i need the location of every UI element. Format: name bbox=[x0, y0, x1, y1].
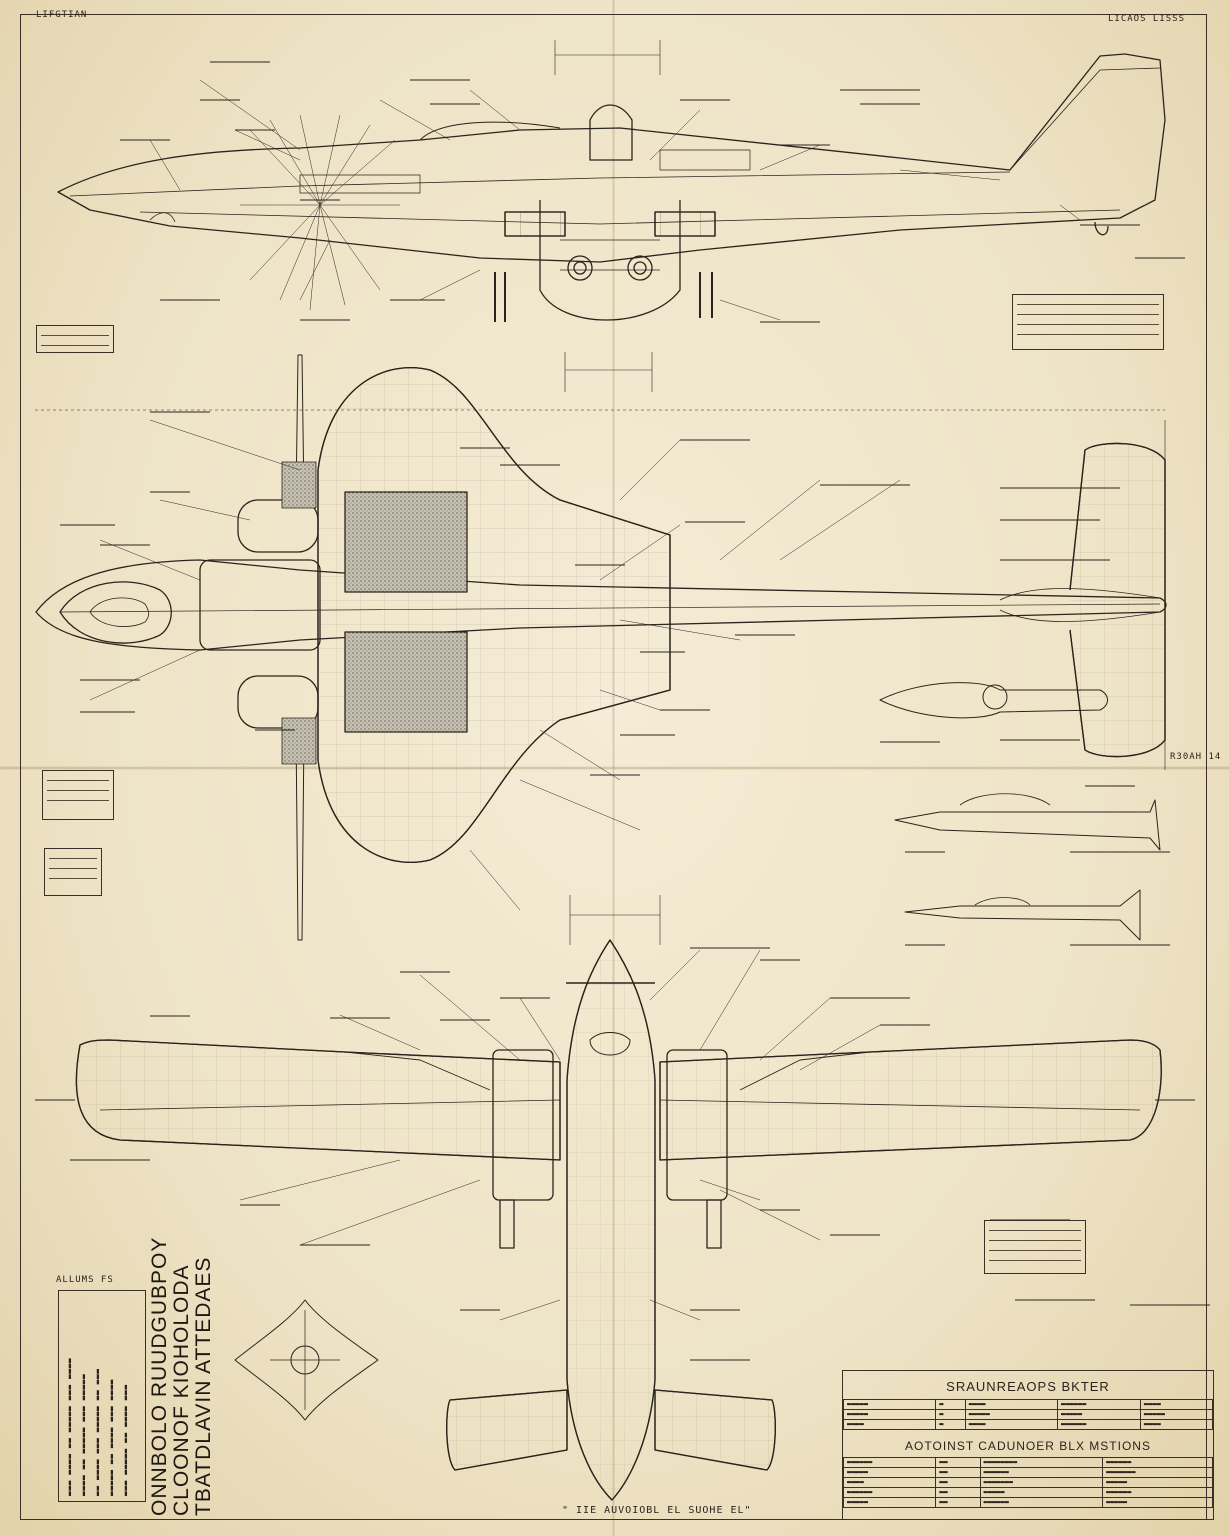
plan-view bbox=[35, 354, 1167, 941]
dimension-lines bbox=[35, 40, 1166, 945]
spec-box-top-left bbox=[36, 325, 114, 353]
fold-crease-vertical bbox=[612, 0, 615, 1536]
title-block-heading: SRAUNREAOPS BKTER bbox=[946, 1379, 1110, 1394]
spec-box-top-right bbox=[1012, 294, 1164, 350]
label-right-mid: R30AH 14 bbox=[1170, 752, 1222, 762]
spec-box-mid-left bbox=[42, 770, 114, 820]
leader-lines bbox=[89, 79, 1081, 1321]
title-block-table-lower: ▬▬▬▬▬▬▬▬▬▬▬▬▬▬▬▬▬▬▬▬▬▬ ▬▬▬▬▬▬▬▬▬▬▬▬▬▬▬▬▬… bbox=[842, 1457, 1213, 1508]
fold-crease-horizontal bbox=[0, 766, 1229, 770]
corner-label-top-right: LICAOS LISSS bbox=[1108, 14, 1186, 24]
drawing-title-vertical: ONNBOLO RUUDGUBPOY CLOONOF KIOHOLODA TBA… bbox=[146, 1237, 216, 1516]
bottom-center-caption: " IIE AUVOIOBL EL SUOHE EL" bbox=[562, 1505, 752, 1516]
title-line-3: TBATDLAVIN ATTEDAES bbox=[192, 1256, 215, 1516]
corner-label-top-left: LIFGTIAN bbox=[36, 10, 88, 20]
title-block-table-upper: ▬▬▬▬▬▬▬▬▬▬▬▬▬▬▬▬▬▬▬▬ ▬▬▬▬▬▬▬▬▬▬▬▬▬▬▬▬▬▬▬… bbox=[842, 1399, 1214, 1430]
side-view bbox=[57, 53, 1166, 322]
isometric-detail-view bbox=[234, 1299, 379, 1421]
spec-box-lower-right bbox=[984, 1220, 1086, 1274]
title-block: SRAUNREAOPS BKTER ▬▬▬▬▬▬▬▬▬▬▬▬▬▬▬▬▬▬▬▬ ▬… bbox=[842, 1370, 1214, 1520]
spec-list-vertical: ▬▬▬ ▬▬▬▬ ▬▬ ▬▬▬▬▬ ▬▬▬ ▬▬▬▬ ▬▬▬▬ ▬▬ ▬▬▬▬▬… bbox=[58, 1290, 146, 1502]
title-line-2: CLOONOF KIOHOLODA bbox=[170, 1264, 193, 1516]
sheet-border bbox=[20, 14, 1207, 1520]
label-small-left: ALLUMS FS bbox=[56, 1275, 114, 1285]
title-line-1: ONNBOLO RUUDGUBPOY bbox=[148, 1236, 171, 1516]
spec-box-lower-left bbox=[44, 848, 102, 896]
bottom-view bbox=[75, 939, 1162, 1501]
detail-views bbox=[879, 682, 1161, 941]
title-block-subheading: AOTOINST CADUNOER BLX MSTIONS bbox=[905, 1439, 1151, 1453]
annotation-marks bbox=[35, 61, 1210, 1361]
